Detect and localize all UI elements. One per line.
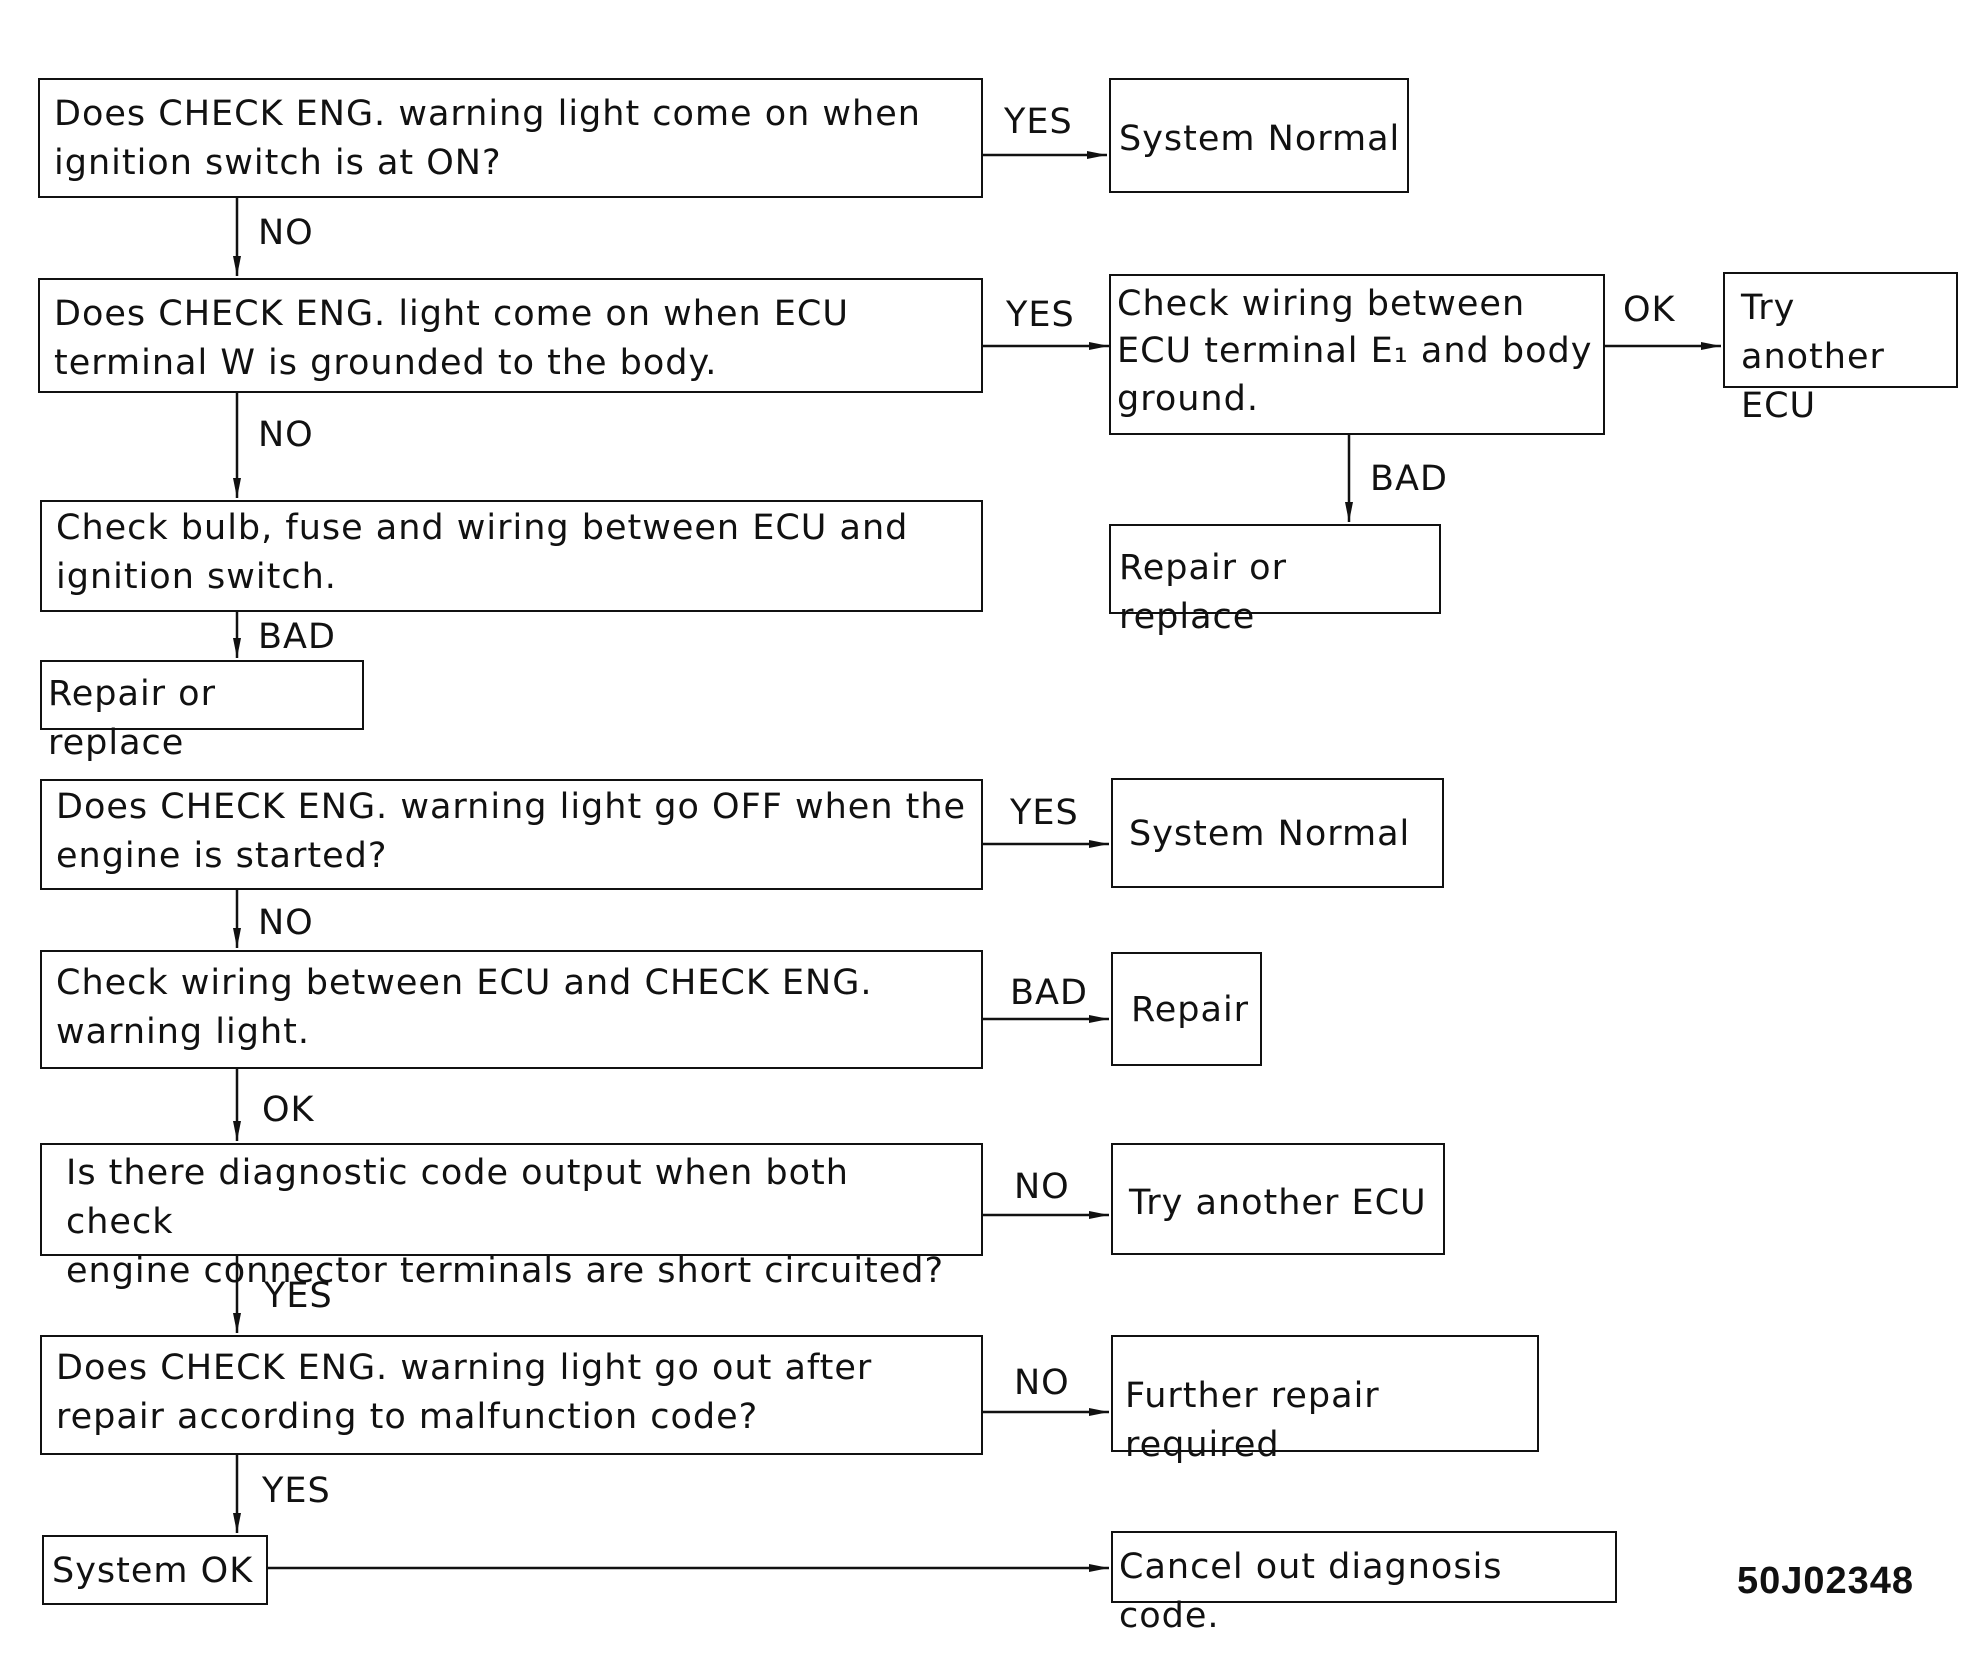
node-b-final: System OK bbox=[42, 1535, 268, 1605]
label-b-q4-yes: YES bbox=[262, 1471, 331, 1511]
label-a-q3-bad: BAD bbox=[258, 617, 336, 657]
node-a-q3-bad-result: Repair or replace bbox=[40, 660, 364, 763]
node-b-q1-yes-result: System Normal bbox=[1111, 778, 1444, 888]
node-b-q3-no-result: Try another ECU bbox=[1111, 1143, 1445, 1255]
node-a-q1: Does CHECK ENG. warning light come on wh… bbox=[38, 78, 983, 198]
node-b-q4: Does CHECK ENG. warning light go out aft… bbox=[40, 1335, 983, 1455]
node-a-q1-yes-result: System Normal bbox=[1109, 78, 1409, 193]
label-b-q1-yes: YES bbox=[1010, 793, 1079, 833]
node-a-check-ok-result: Try another ECU bbox=[1723, 272, 1958, 426]
figure-code: 50J02348 bbox=[1737, 1560, 1915, 1602]
label-a-q2-no: NO bbox=[258, 415, 314, 455]
node-b-q4-no-result: Further repair required bbox=[1111, 1335, 1539, 1465]
label-b-q1-no: NO bbox=[258, 903, 314, 943]
node-b-q3: Is there diagnostic code output when bot… bbox=[40, 1143, 983, 1291]
node-a-q2: Does CHECK ENG. light come on when ECU t… bbox=[38, 278, 983, 393]
label-b-q3-no: NO bbox=[1014, 1167, 1070, 1207]
node-b-q2-bad-result: Repair bbox=[1111, 952, 1262, 1066]
label-b-q2-bad: BAD bbox=[1010, 973, 1088, 1013]
node-b-final-result: Cancel out diagnosis code. bbox=[1111, 1531, 1617, 1636]
label-b-q3-yes: YES bbox=[264, 1276, 333, 1316]
label-b-q2-ok: OK bbox=[262, 1090, 315, 1130]
label-a-q1-no: NO bbox=[258, 213, 314, 253]
node-a-check-bad-result: Repair or replace bbox=[1109, 524, 1441, 637]
label-a-check-ok: OK bbox=[1623, 290, 1676, 330]
node-a-q3: Check bulb, fuse and wiring between ECU … bbox=[40, 500, 983, 612]
node-a-q2-yes-check: Check wiring between ECU terminal E₁ and… bbox=[1109, 274, 1605, 435]
label-b-q4-no: NO bbox=[1014, 1363, 1070, 1403]
label-a-q2-yes: YES bbox=[1006, 295, 1075, 335]
node-b-q2: Check wiring between ECU and CHECK ENG. … bbox=[40, 950, 983, 1069]
node-b-q1: Does CHECK ENG. warning light go OFF whe… bbox=[40, 779, 983, 890]
label-a-q1-yes: YES bbox=[1004, 102, 1073, 142]
label-a-check-bad: BAD bbox=[1370, 459, 1448, 499]
